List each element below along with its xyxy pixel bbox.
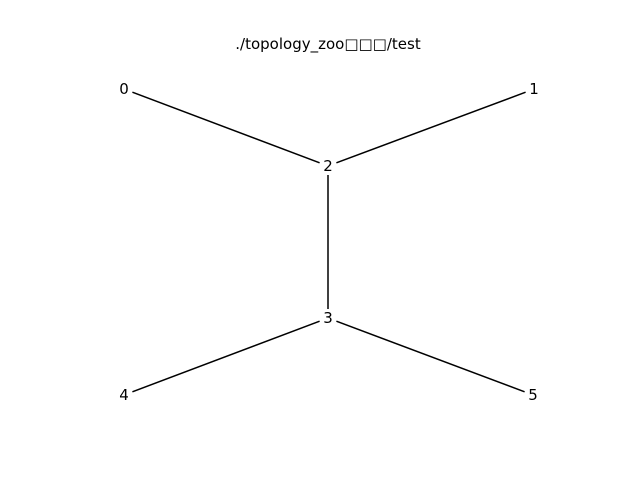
node-label-2: 2: [323, 157, 333, 175]
node-label-4: 4: [119, 386, 129, 404]
edge-0-2: [132, 91, 320, 164]
edge-3-5: [336, 320, 525, 393]
edge-3-4: [132, 320, 320, 393]
node-label-5: 5: [528, 386, 538, 404]
edge-1-2: [336, 91, 526, 164]
node-layer: 0 1 2 3 4 5: [119, 80, 539, 404]
node-label-1: 1: [529, 80, 539, 98]
node-label-0: 0: [119, 80, 129, 98]
edge-layer: [132, 91, 526, 393]
figure-title: ./topology_zoo□□□/test: [235, 35, 421, 54]
node-label-3: 3: [323, 309, 333, 327]
